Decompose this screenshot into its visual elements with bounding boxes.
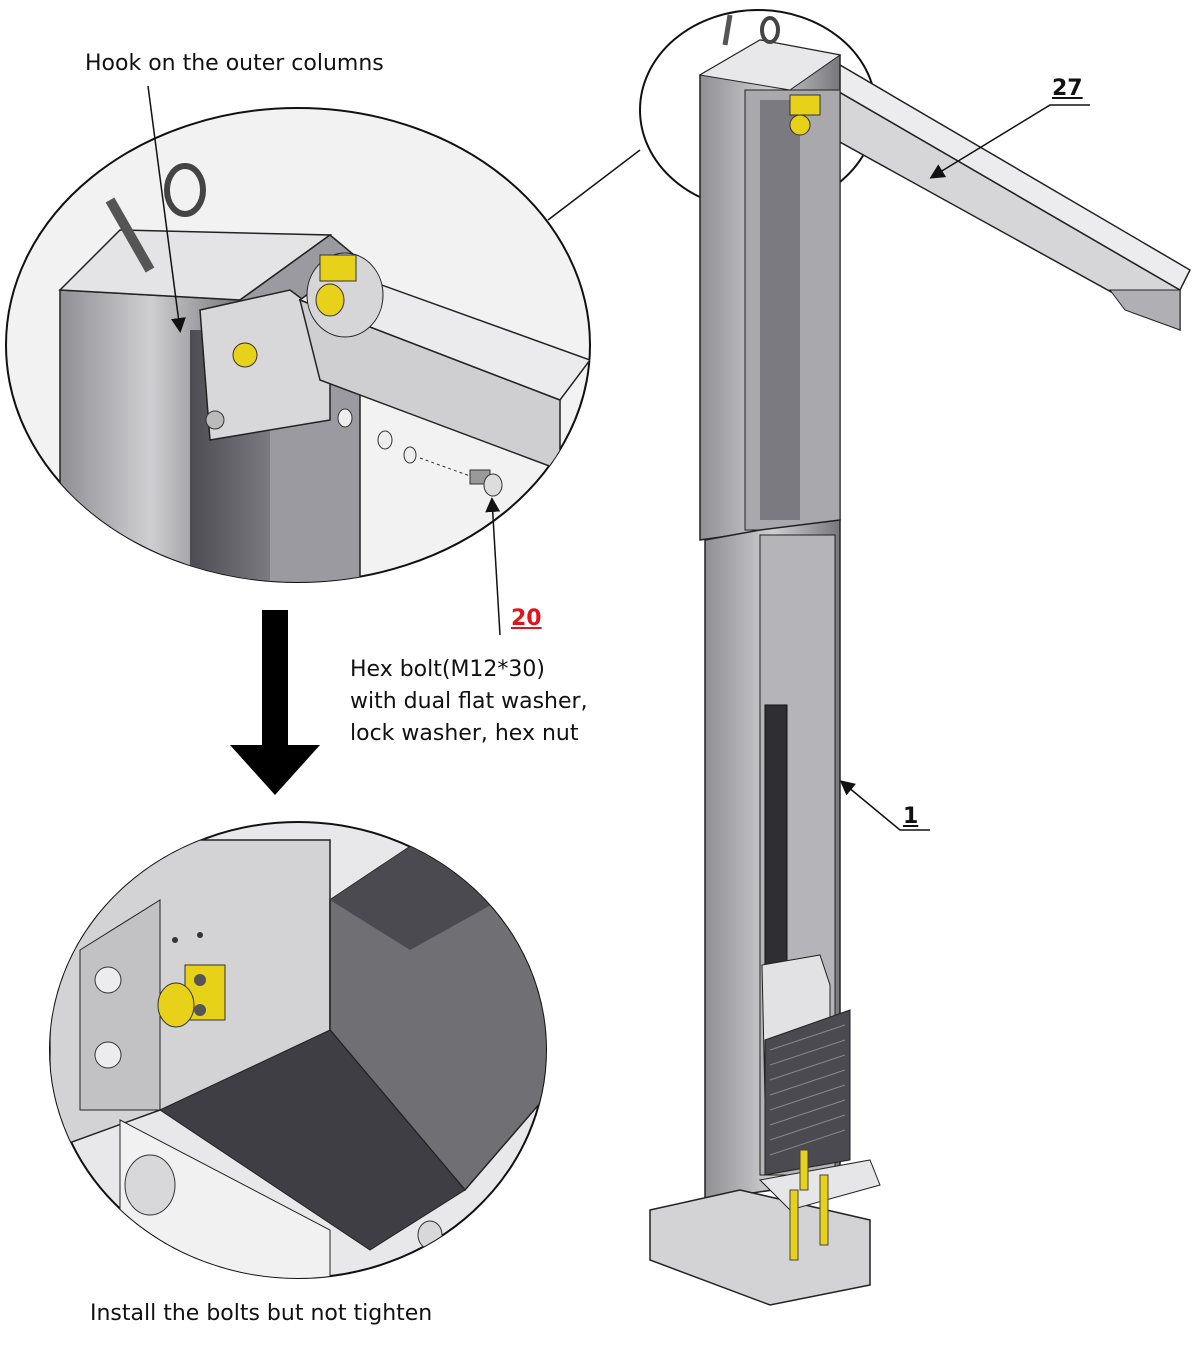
main-column-assembly [649, 14, 1191, 1306]
part-1-leader-line [839, 780, 930, 831]
bolt-description-line2: with dual flat washer, [350, 689, 588, 714]
down-arrow-icon [230, 610, 320, 795]
part-20-leader-line [485, 497, 501, 636]
hook-leader-line [147, 85, 186, 333]
part-27-label: 27 [1052, 76, 1083, 101]
part-20-label: 20 [511, 606, 542, 631]
bottom-install-note: Install the bolts but not tighten [90, 1301, 433, 1326]
detail-leader-line [547, 149, 641, 221]
bolt-description-line3: lock washer, hex nut [350, 721, 579, 746]
part-27-leader-line [929, 104, 1090, 179]
part-1-label: 1 [903, 804, 919, 829]
hook-callout-label: Hook on the outer columns [85, 51, 384, 76]
top-detail-view [5, 107, 591, 583]
bolt-description-line1: Hex bolt(M12*30) [350, 657, 546, 682]
bottom-detail-view [49, 821, 547, 1279]
